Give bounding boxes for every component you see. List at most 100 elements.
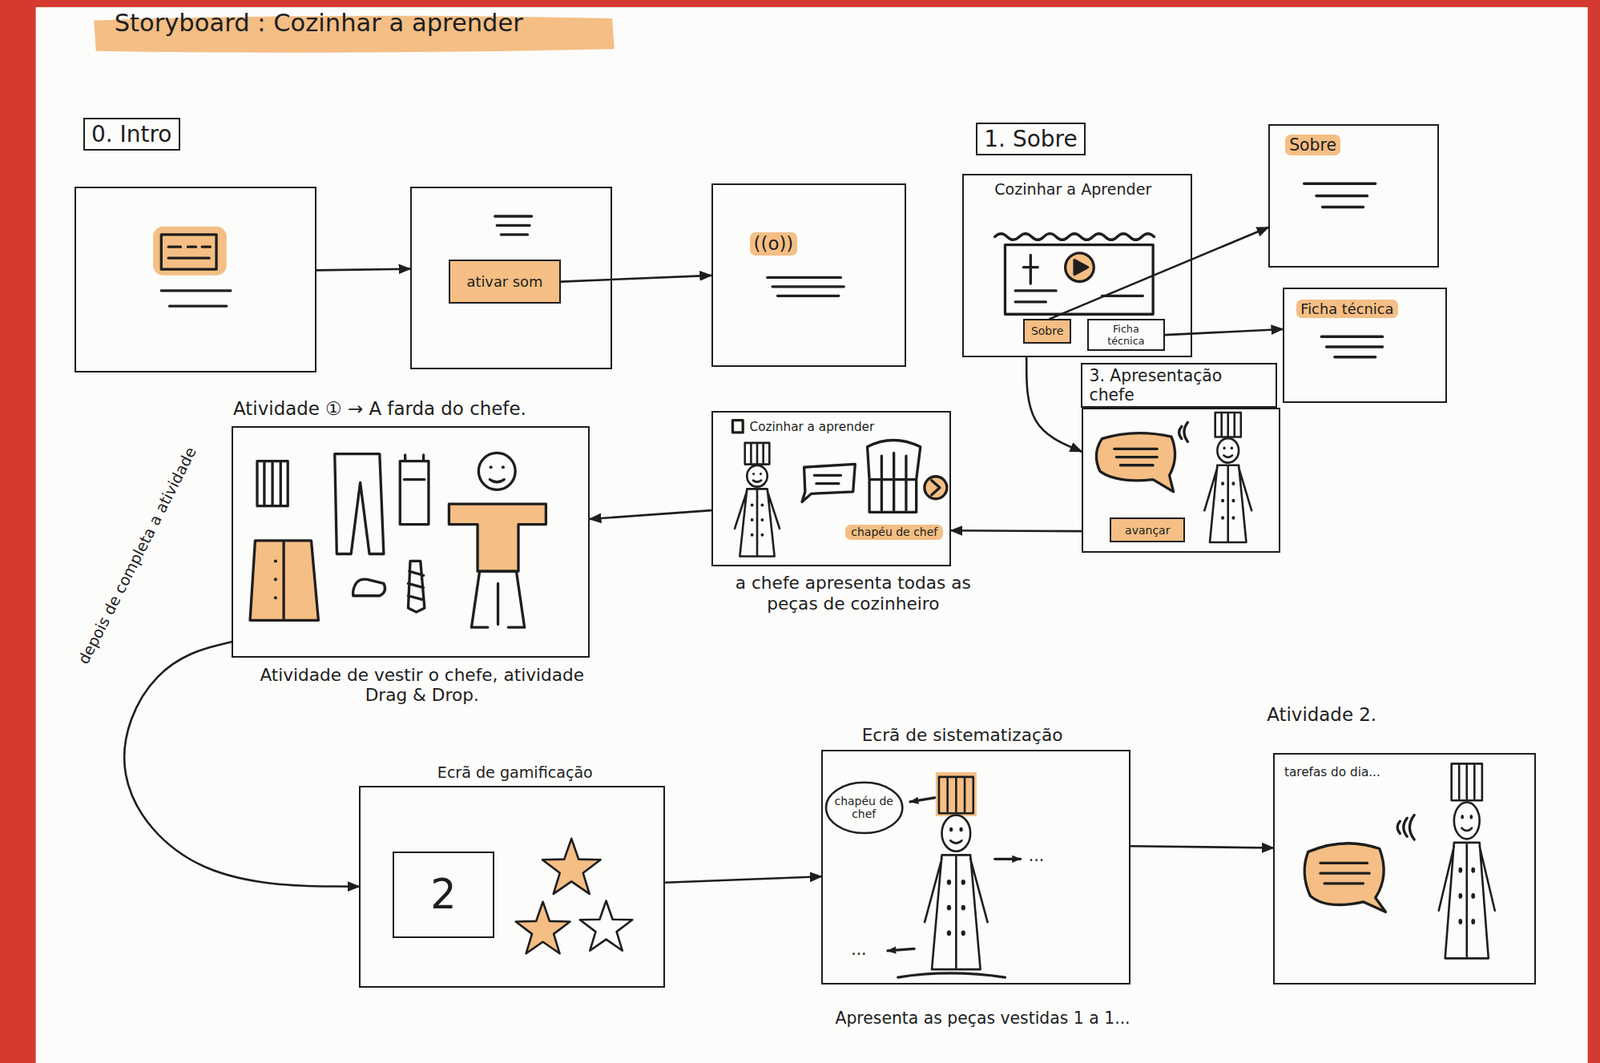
section-heading: 0. Intro	[83, 117, 181, 151]
chef-garments-illustration-part	[734, 443, 780, 557]
dress-up-items-part	[489, 465, 493, 469]
dress-up-items-part	[478, 452, 516, 490]
text-lines-part	[1304, 183, 1376, 207]
home-screen-content-part	[1065, 253, 1095, 283]
activity-heading: Atividade ① → A farda do chefe.	[233, 398, 527, 420]
activity-two-screen: Atividade 2.tarefas do dia...	[1273, 753, 1536, 985]
text-lines	[1304, 183, 1376, 207]
flow-arrow	[316, 269, 411, 271]
home-screen-content-part	[995, 233, 1155, 241]
flow-arrow	[560, 275, 712, 283]
ellipsis-mark: ...	[850, 939, 867, 960]
dress-activity-screen: Atividade ① → A farda do chefe.Atividade…	[231, 426, 590, 658]
summary-illustration	[887, 772, 1021, 978]
garment-bubble: chapéu de chef	[824, 780, 904, 836]
home-screen-content-part	[1074, 260, 1089, 275]
sound-screen: ((o))	[711, 183, 907, 367]
activity-two-illustration-part	[1320, 862, 1370, 883]
text-lines-part	[495, 216, 532, 235]
sound-prompt-screen: ativar som	[410, 186, 613, 370]
caption: Apresenta as peças vestidas 1 a 1...	[835, 1008, 1183, 1028]
caption: a chefe apresenta todas as peças de cozi…	[728, 572, 979, 614]
stars-part	[580, 901, 633, 952]
dress-up-items-part	[274, 559, 278, 563]
next-button: avançar	[1109, 517, 1185, 543]
caption: Atividade de vestir o chefe, atividade D…	[237, 664, 605, 706]
home-screen-content	[995, 233, 1155, 315]
summary-illustration-part	[995, 858, 1021, 861]
dress-up-items-part	[407, 560, 424, 613]
gamification-screen: Ecrã de gamificação2	[358, 785, 665, 988]
text-lines-part	[767, 277, 845, 296]
chef-speech-part	[1179, 422, 1189, 442]
activity-two-illustration-part	[1397, 815, 1415, 841]
ellipsis-mark: ...	[1028, 846, 1044, 866]
credits-screen: Ficha técnica	[1282, 287, 1447, 404]
home-screen-content-part	[1015, 254, 1143, 303]
home-screen: 1. SobreCozinhar a AprenderSobreFicha té…	[962, 173, 1193, 358]
dress-up-items-part	[471, 571, 524, 628]
about-button: Sobre	[1023, 318, 1072, 344]
text-lines	[1321, 336, 1383, 357]
intro-logo-part	[168, 246, 210, 258]
activity-heading: Atividade 2.	[1266, 704, 1377, 726]
next-button-label: avançar	[1124, 523, 1170, 538]
screen-title: Sobre	[1285, 134, 1341, 156]
chef-speech-part	[1096, 433, 1175, 492]
text-lines	[767, 277, 845, 296]
bubble-ellipse	[826, 782, 903, 834]
intro-logo-part	[153, 226, 227, 276]
dress-up-items	[249, 452, 546, 628]
dress-up-items-part	[399, 455, 429, 525]
section-heading: 1. Sobre	[975, 122, 1085, 156]
dress-up-items-part	[274, 596, 278, 600]
flow-arrow	[1049, 227, 1269, 319]
chef-garments-illustration	[732, 420, 947, 557]
about-button-label: Sobre	[1031, 324, 1064, 339]
summary-illustration-part	[910, 797, 936, 803]
screen-heading: Ecrã de gamificação	[437, 764, 593, 783]
paper	[36, 7, 1588, 1063]
screen-heading: Ecrã de sistematização	[862, 725, 1064, 746]
section-heading: 3. Apresentação chefe	[1080, 362, 1277, 408]
intro-logo	[153, 226, 231, 307]
about-screen: Sobre	[1268, 124, 1439, 267]
chef-garments-illustration-part	[732, 420, 743, 433]
storyboard-title: Storyboard : Cozinhar a aprender	[114, 8, 524, 38]
intro-logo-part	[161, 234, 217, 270]
chef-garments-screen: Cozinhar a aprenderchapéu de chefa chefe…	[711, 411, 952, 567]
activity-two-illustration-part	[1304, 843, 1386, 913]
chef-speech	[1096, 412, 1252, 543]
stars-part	[542, 838, 601, 895]
dress-up-items-part	[501, 465, 505, 469]
home-screen-content-part	[1004, 245, 1153, 315]
activity-two-illustration	[1304, 763, 1496, 959]
flow-arrow	[951, 529, 1082, 532]
flow-arrow	[664, 876, 822, 883]
text-lines	[495, 216, 532, 235]
credits-button: Ficha técnica	[1087, 318, 1165, 351]
dress-up-items-part	[334, 454, 384, 555]
chef-speech-part	[1204, 412, 1252, 543]
garment-bubble-label: chapéu de chef	[834, 794, 894, 822]
chef-garments-illustration-part	[802, 463, 855, 502]
summary-illustration-part	[887, 948, 915, 952]
chef-garments-illustration-part	[931, 480, 940, 496]
dress-up-items-part	[353, 579, 386, 597]
chef-speech-part	[1114, 448, 1157, 465]
garment-label: chapéu de chef	[845, 524, 944, 541]
screen-text: tarefas do dia...	[1284, 765, 1402, 780]
flow-arrow	[1026, 357, 1082, 452]
dress-up-items-part	[274, 577, 278, 581]
text-lines-part	[1321, 336, 1383, 357]
sound-button: ativar som	[448, 259, 561, 304]
dress-up-items-part	[249, 540, 319, 621]
summary-illustration-part	[898, 973, 1006, 978]
flow-arrow	[589, 510, 712, 520]
intro-logo-part	[161, 290, 231, 307]
sound-icon-text: ((o))	[749, 232, 798, 256]
summary-illustration-part	[924, 777, 988, 970]
dress-up-items-part	[257, 461, 288, 507]
